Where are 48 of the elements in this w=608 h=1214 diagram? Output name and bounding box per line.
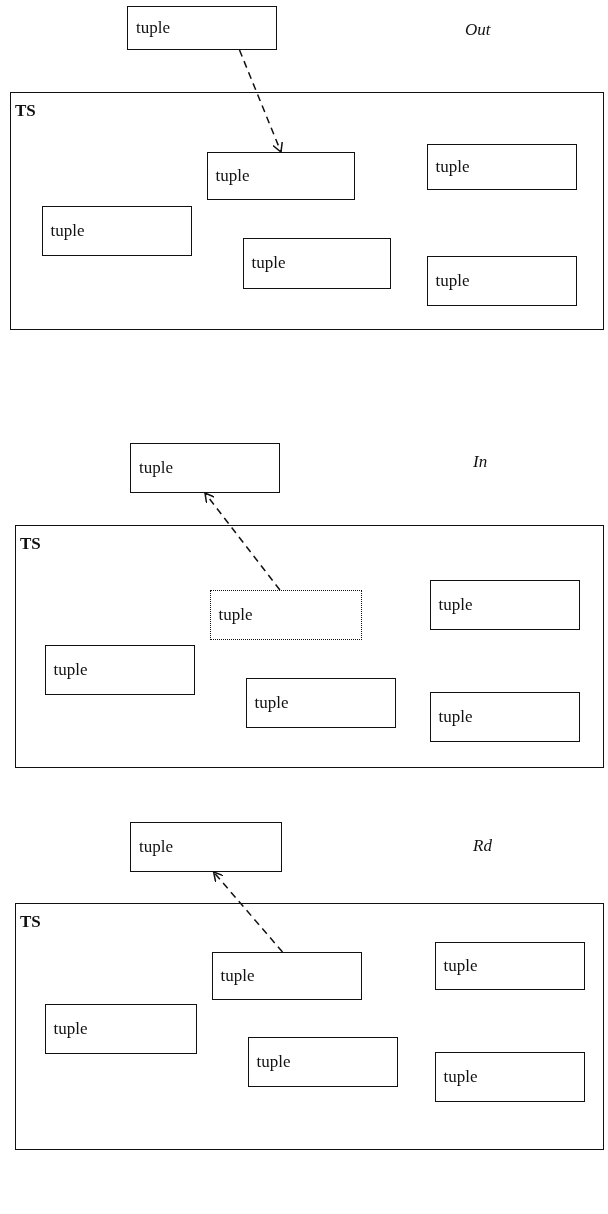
tuple-label: tuple [443,1066,478,1087]
tuple-label: tuple [50,220,85,241]
tuple-label: tuple [136,18,170,38]
tuple-box [206,151,355,200]
tuple-label: tuple [53,659,88,680]
dashed-arrow [212,871,284,953]
tuple-box [127,6,277,50]
tuple-label: tuple [254,692,289,713]
tuple-box [429,691,580,742]
tuple-label: tuple [139,458,173,478]
tuple-label: tuple [256,1051,291,1072]
tuple-box [41,205,192,256]
tuple-box [209,589,362,640]
tuple-label: tuple [215,165,250,186]
tuple-space-box [15,525,604,768]
tuple-box [242,237,391,289]
tuple-box [130,443,280,493]
tuple-box [211,951,362,1000]
tuple-box [44,1003,197,1054]
tuple-label: tuple [435,156,470,177]
operation-label: Out [465,20,491,40]
tuple-box [247,1036,398,1087]
dashed-arrow [238,49,283,153]
tuple-label: tuple [438,594,473,615]
tuple-label: tuple [53,1018,88,1039]
tuple-box [426,255,577,306]
tuple-space-box [10,92,604,330]
tuple-label: tuple [251,253,286,273]
operation-label: In [473,452,488,472]
tuple-box [44,644,195,695]
tuple-box [434,941,585,990]
box-heading: TS [15,101,36,121]
tuple-label: tuple [435,270,470,291]
box-heading: TS [20,534,41,554]
box-heading: TS [20,912,41,932]
tuple-label: tuple [218,604,253,625]
tuple-label: tuple [443,955,478,976]
tuple-label: tuple [139,837,173,857]
tuple-space-box [15,903,604,1150]
operation-label: Rd [473,836,492,856]
tuple-label: tuple [438,706,473,727]
tuple-box [434,1051,585,1102]
tuple-box [426,143,577,190]
tuple-label: tuple [220,965,255,986]
tuple-box [130,822,282,872]
tuple-box [245,677,396,728]
tuple-box [429,579,580,630]
dashed-arrow [204,492,281,591]
